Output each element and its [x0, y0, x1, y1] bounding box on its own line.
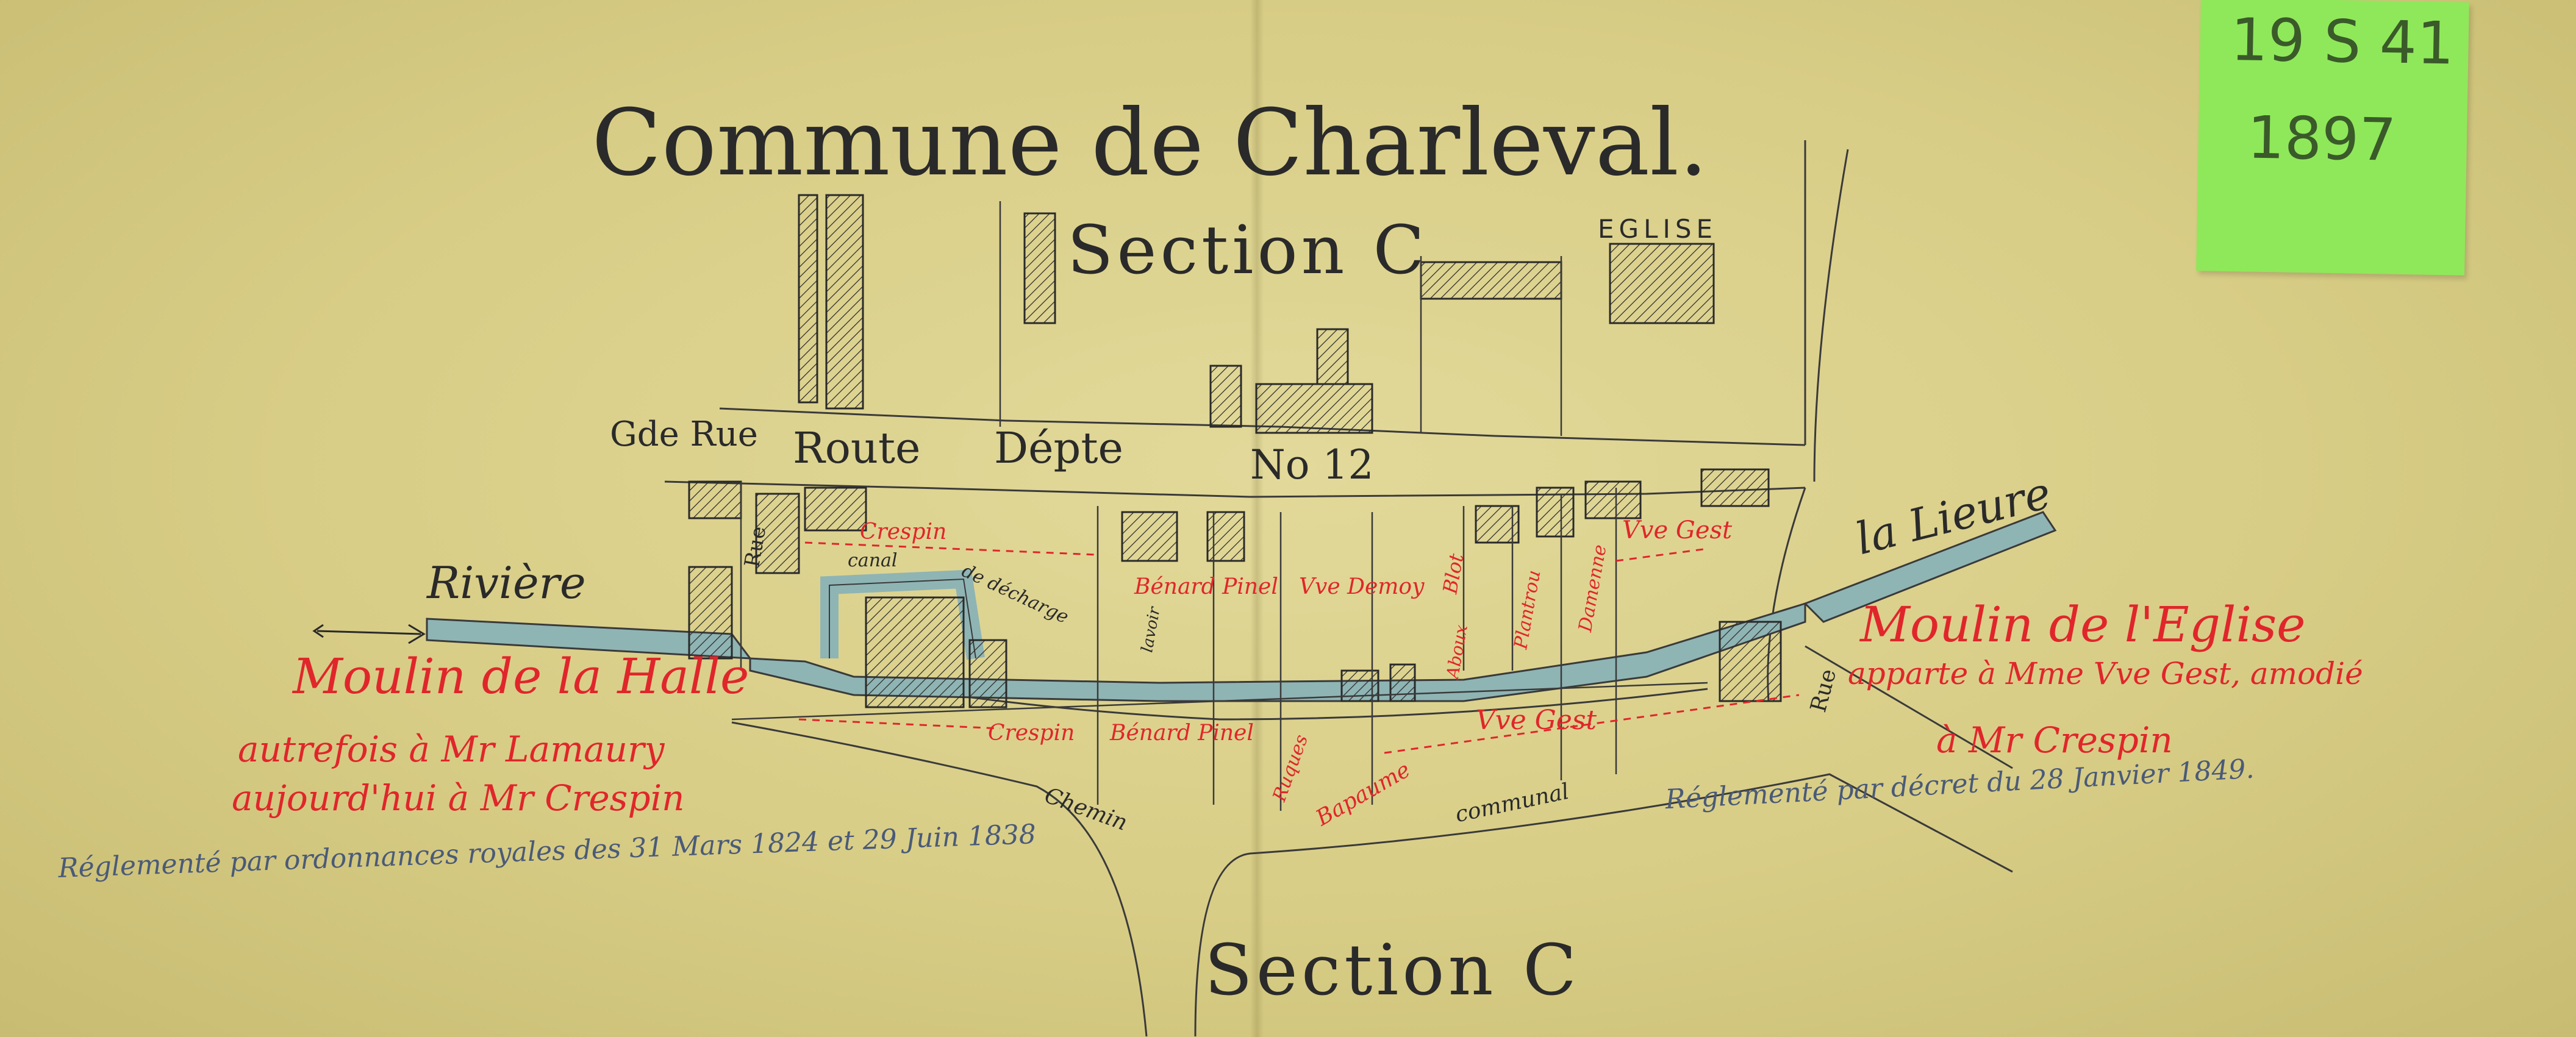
mill-left-line2: aujourd'hui à Mr Crespin [232, 777, 685, 819]
church-label: EGLISE [1598, 214, 1718, 244]
parcels [731, 201, 1708, 811]
archive-tab-reference: 19 S 41 [2230, 5, 2455, 78]
owner-label-benard-pinel-top: Bénard Pinel [1134, 574, 1278, 599]
ownership-arrows [798, 541, 1800, 754]
owner-label-crespin-top: Crespin [860, 519, 947, 544]
street-label-route: Route [793, 423, 921, 473]
owner-label-vve-gest-bottom: Vve Gest [1476, 705, 1597, 736]
street-label-departementale: Dépte [994, 423, 1123, 473]
owner-label-vve-demoy: Vve Demoy [1299, 574, 1425, 599]
owner-label-benard-pinel-bottom: Bénard Pinel [1110, 721, 1254, 746]
mill-right-title: Moulin de l'Eglise [1860, 596, 2306, 653]
archive-tab: 19 S 41 1897 [2196, 0, 2469, 276]
mill-left-title: Moulin de la Halle [293, 648, 750, 705]
section-label-bottom: Section C [1204, 930, 1581, 1011]
river [426, 511, 2057, 702]
mill-left-line1: autrefois à Mr Lamaury [238, 729, 665, 770]
street-label-numero: No 12 [1250, 441, 1374, 488]
street-label-rue-left: Rue [740, 524, 771, 569]
buildings [688, 194, 1782, 708]
mill-right-line2: à Mr Crespin [1936, 719, 2173, 761]
owner-label-crespin-bottom: Crespin [988, 721, 1075, 746]
map-title: Commune de Charleval. [592, 90, 1708, 196]
section-label-top: Section C [1067, 211, 1428, 289]
mill-right-line1: apparte à Mme Vve Gest, amodié [1848, 656, 2363, 691]
paper-fold [1250, 0, 1264, 1037]
water-label-riviere: Rivière [427, 557, 586, 608]
street-label-grande-rue: Gde Rue [610, 415, 758, 454]
water-label-canal: canal [848, 550, 898, 571]
flow-arrow-icon [312, 624, 426, 644]
owner-label-vve-gest-top: Vve Gest [1622, 516, 1733, 544]
archive-tab-year: 1897 [2246, 103, 2397, 174]
